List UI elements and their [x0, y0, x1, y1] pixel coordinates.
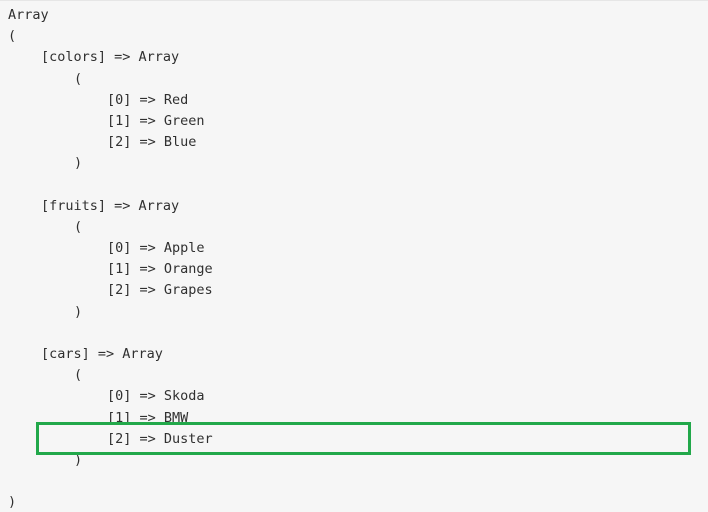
cars-item: [0] => Skoda — [107, 388, 205, 405]
colors-key-line: [colors] => Array — [41, 49, 180, 66]
fruits-key-line: [fruits] => Array — [41, 197, 180, 214]
fruits-open-paren: ( — [74, 218, 83, 235]
fruits-close-paren: ) — [74, 303, 83, 320]
colors-close-paren: ) — [74, 155, 83, 172]
blank-line — [8, 175, 213, 196]
cars-item-highlighted: [2] => Duster — [107, 430, 213, 447]
colors-item: [2] => Blue — [107, 134, 197, 151]
cars-key-line: [cars] => Array — [41, 346, 163, 362]
fruits-item: [1] => Orange — [107, 261, 213, 278]
blank-line — [8, 323, 213, 344]
root-array-label: Array — [8, 7, 49, 23]
colors-open-paren: ( — [74, 70, 83, 87]
cars-open-paren: ( — [74, 367, 83, 384]
colors-item: [1] => Green — [107, 112, 205, 129]
root-close-paren: ) — [8, 494, 17, 511]
cars-close-paren: ) — [74, 451, 83, 468]
cars-item: [1] => BMW — [107, 409, 189, 426]
root-open-paren: ( — [8, 28, 17, 45]
fruits-item: [0] => Apple — [107, 240, 205, 257]
blank-line — [8, 471, 213, 492]
colors-item: [0] => Red — [107, 91, 189, 108]
fruits-item: [2] => Grapes — [107, 282, 213, 299]
print-r-output: Array ( [colors] => Array ( [0] => Red [… — [8, 5, 213, 512]
